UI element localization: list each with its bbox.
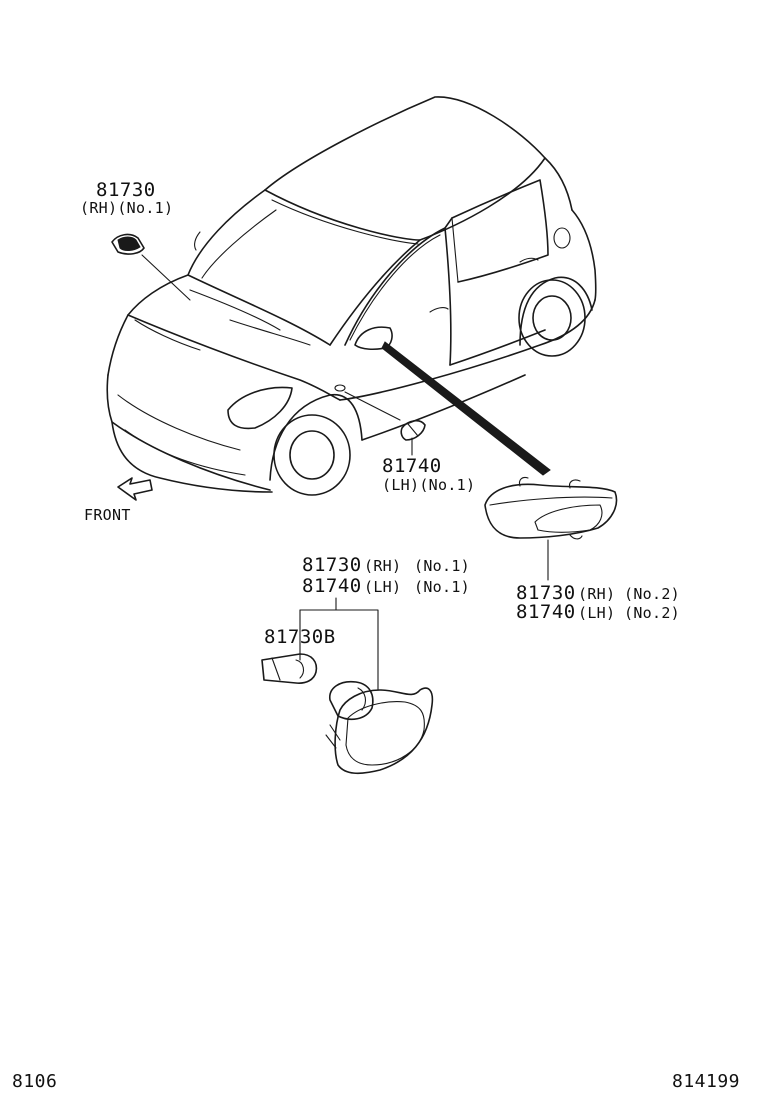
- assembly-rh-number: 81730: [302, 554, 362, 576]
- assembly-rh-side: (RH): [364, 557, 402, 575]
- leader-lines: [141, 254, 551, 691]
- footer-left-code: 8106: [12, 1071, 58, 1092]
- assembly-lh-side: (LH): [364, 578, 402, 596]
- assembly-lh-qualifier: (No.1): [414, 578, 470, 596]
- car-illustration: [106, 96, 597, 496]
- callout-81730-no1-number: 81730: [96, 179, 156, 201]
- no2-lh-qualifier: (No.2): [624, 604, 680, 622]
- front-label: FRONT: [84, 506, 131, 524]
- no2-rh-side: (RH): [578, 585, 616, 603]
- side-marker-lamp-lh: [400, 419, 426, 441]
- callout-81730-no1-qualifier: (RH)(No.1): [80, 199, 174, 217]
- callout-81740-no1-number: 81740: [382, 455, 442, 477]
- no2-rh-qualifier: (No.2): [624, 585, 680, 603]
- no2-rh-number: 81730: [516, 582, 576, 604]
- no2-lh-number: 81740: [516, 601, 576, 623]
- front-arrow-icon: [117, 477, 153, 501]
- footer-right-code: 814199: [672, 1071, 741, 1092]
- assembly-rh-qualifier: (No.1): [414, 557, 470, 575]
- side-marker-lamp-rh: [111, 233, 145, 255]
- assembly-lh-number: 81740: [302, 575, 362, 597]
- mirror-turn-lamp: [484, 476, 618, 540]
- callout-81740-no1-qualifier: (LH)(No.1): [382, 476, 476, 494]
- lamp-assembly: [325, 680, 434, 775]
- no2-lh-side: (LH): [578, 604, 616, 622]
- bulb: [261, 653, 318, 684]
- bulb-label: 81730B: [264, 626, 336, 648]
